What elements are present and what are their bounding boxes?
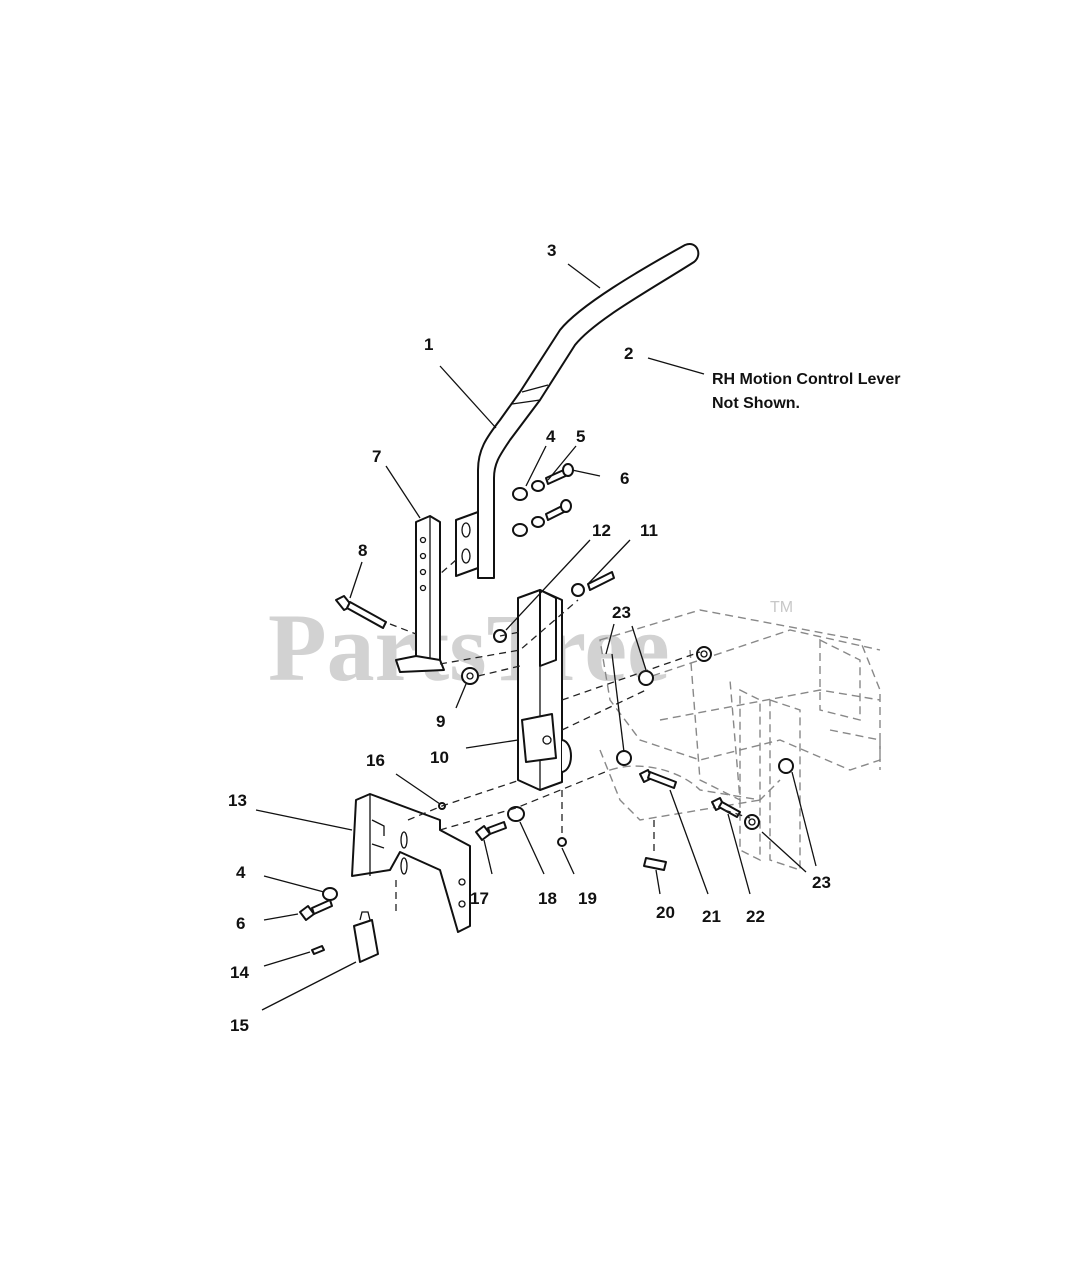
callout-6-lower: 6 — [236, 914, 245, 933]
callout-22: 22 — [746, 907, 765, 926]
callout-14: 14 — [230, 963, 249, 982]
callout-8: 8 — [358, 541, 367, 560]
lower-bracket — [351, 793, 471, 933]
note-line-2: Not Shown. — [712, 395, 800, 412]
callout-9: 9 — [436, 712, 445, 731]
mower-frame — [599, 609, 881, 871]
callout-12: 12 — [592, 521, 611, 540]
note-line-1: RH Motion Control Lever — [712, 371, 900, 388]
callout-21: 21 — [702, 907, 721, 926]
callout-6: 6 — [620, 469, 629, 488]
callout-17: 17 — [470, 889, 489, 908]
switch-hardware — [299, 802, 446, 963]
callout-20: 20 — [656, 903, 675, 922]
callout-15: 15 — [230, 1016, 249, 1035]
motion-control-lever — [455, 243, 700, 579]
callout-4-lower: 4 — [236, 863, 246, 882]
long-bolt — [335, 595, 387, 629]
callout-1: 1 — [424, 335, 433, 354]
lower-hardware — [475, 769, 741, 871]
callout-2: 2 — [624, 344, 633, 363]
watermark-text: PartsTree — [268, 594, 670, 701]
lever-hardware — [512, 463, 574, 537]
callout-18: 18 — [538, 889, 557, 908]
callout-23-lower: 23 — [812, 873, 831, 892]
nuts — [461, 571, 794, 830]
callout-5: 5 — [576, 427, 585, 446]
callout-3: 3 — [547, 241, 556, 260]
callout-13: 13 — [228, 791, 247, 810]
alignment-lines — [389, 559, 751, 916]
lever-bracket — [395, 515, 445, 673]
callout-16: 16 — [366, 751, 385, 770]
leader-lines — [255, 263, 817, 1011]
callout-11: 11 — [640, 521, 658, 540]
callout-4: 4 — [546, 427, 556, 446]
callout-7: 7 — [372, 447, 381, 466]
callouts: 3 1 2 4 5 6 7 8 9 10 11 12 23 13 16 4 6 … — [228, 241, 831, 1035]
callout-23-upper: 23 — [612, 603, 631, 622]
control-channel — [517, 589, 572, 791]
callout-19: 19 — [578, 889, 597, 908]
callout-10: 10 — [430, 748, 449, 767]
watermark-trademark: TM — [770, 599, 793, 616]
